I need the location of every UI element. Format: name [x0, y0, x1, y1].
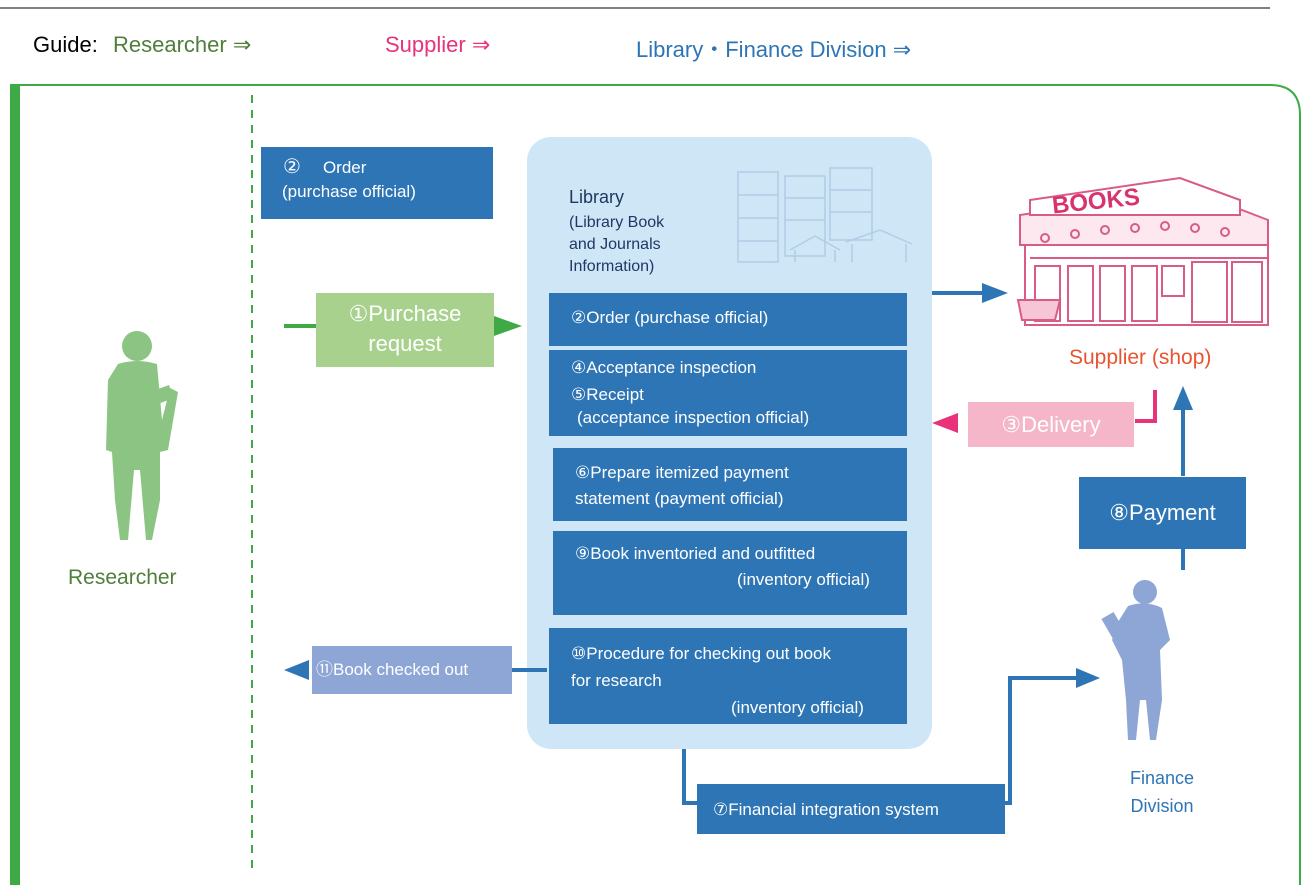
supplier-label: Supplier (shop) [1069, 346, 1212, 369]
financial-system-box: ⑦Financial integration system [697, 784, 1005, 834]
library-sub2: and Journals [569, 236, 661, 253]
library-sub1: (Library Book [569, 214, 665, 231]
step-checkout-box: ⑩Procedure for checking out book for res… [549, 628, 907, 724]
step-order: ②Order (purchase official) [571, 308, 769, 327]
order-top-line2: (purchase official) [282, 182, 416, 201]
financial-arrowhead [1076, 668, 1100, 688]
payment-label: ⑧Payment [1109, 500, 1216, 525]
step-order-box: ②Order (purchase official) [549, 293, 907, 346]
guide-library-finance: Library・Finance Division ⇒ [636, 37, 912, 62]
financial-system-label: ⑦Financial integration system [713, 800, 939, 819]
library-subtitle-block: (Library Book and Journals Information) [569, 212, 664, 278]
guide-header: Guide: [33, 32, 98, 58]
step-checkout-line3: (inventory official) [731, 698, 864, 717]
library-title-block: Library [569, 185, 624, 209]
finance-label-line1: Finance [1130, 768, 1195, 788]
purchase-arrow-head [494, 316, 522, 336]
delivery-label: ③Delivery [1001, 412, 1101, 437]
guide-supplier: Supplier ⇒ [385, 32, 491, 57]
step-prepare-line2: statement (payment official) [575, 489, 784, 508]
order-top-box: ② Order (purchase official) [261, 147, 493, 219]
step-inventory-line1: ⑨Book inventoried and outfitted [575, 544, 816, 563]
step-acceptance: ④Acceptance inspection [571, 358, 757, 377]
payment-box: ⑧Payment [1079, 477, 1246, 549]
step-receipt-official: (acceptance inspection official) [577, 408, 810, 427]
researcher-figure [106, 331, 178, 540]
guide-label: Guide: [33, 32, 98, 57]
step-inventory-line2: (inventory official) [737, 570, 870, 589]
step-checkout-line2: for research [571, 671, 662, 690]
bookshelf-illustration [737, 167, 913, 263]
order-to-supplier-arrowhead [982, 283, 1008, 303]
books-shop-illustration [1016, 176, 1269, 326]
step-checkout-line1: ⑩Procedure for checking out book [571, 644, 831, 663]
researcher-label: Researcher [68, 566, 177, 589]
purchase-request-line2: request [368, 331, 442, 356]
library-sub3: Information) [569, 258, 655, 275]
left-green-bar [10, 85, 20, 885]
purchase-request-box: ①Purchase request [316, 293, 494, 367]
order-top-line1: Order [322, 158, 367, 177]
delivery-arrowhead [932, 413, 958, 433]
guide-researcher: Researcher ⇒ [113, 32, 252, 57]
finance-label-line2: Division [1130, 796, 1194, 816]
step-acceptance-box: ④Acceptance inspection ⑤Receipt (accepta… [549, 350, 907, 436]
book-checked-out-box: ⑪Book checked out [312, 646, 512, 694]
finance-label: Finance Division [1130, 764, 1194, 820]
step-prepare-line1: ⑥Prepare itemized payment [575, 463, 789, 482]
financial-left-connector [682, 749, 697, 805]
payment-arrowhead [1173, 386, 1193, 410]
finance-figure [1101, 580, 1170, 740]
purchase-request-line1: ①Purchase [348, 301, 462, 326]
step-inventory-box: ⑨Book inventoried and outfitted (invento… [553, 531, 907, 615]
step-receipt: ⑤Receipt [571, 385, 644, 404]
step-prepare-box: ⑥Prepare itemized payment statement (pay… [553, 448, 907, 521]
library-title: Library [569, 187, 625, 207]
checkout-arrowhead [284, 660, 309, 680]
book-checked-out-label: ⑪Book checked out [316, 660, 469, 679]
financial-right-connector [1005, 676, 1080, 805]
outer-frame [10, 84, 1301, 885]
order-top-num: ② [283, 156, 301, 178]
delivery-connector [1135, 390, 1157, 423]
delivery-box: ③Delivery [968, 402, 1134, 447]
